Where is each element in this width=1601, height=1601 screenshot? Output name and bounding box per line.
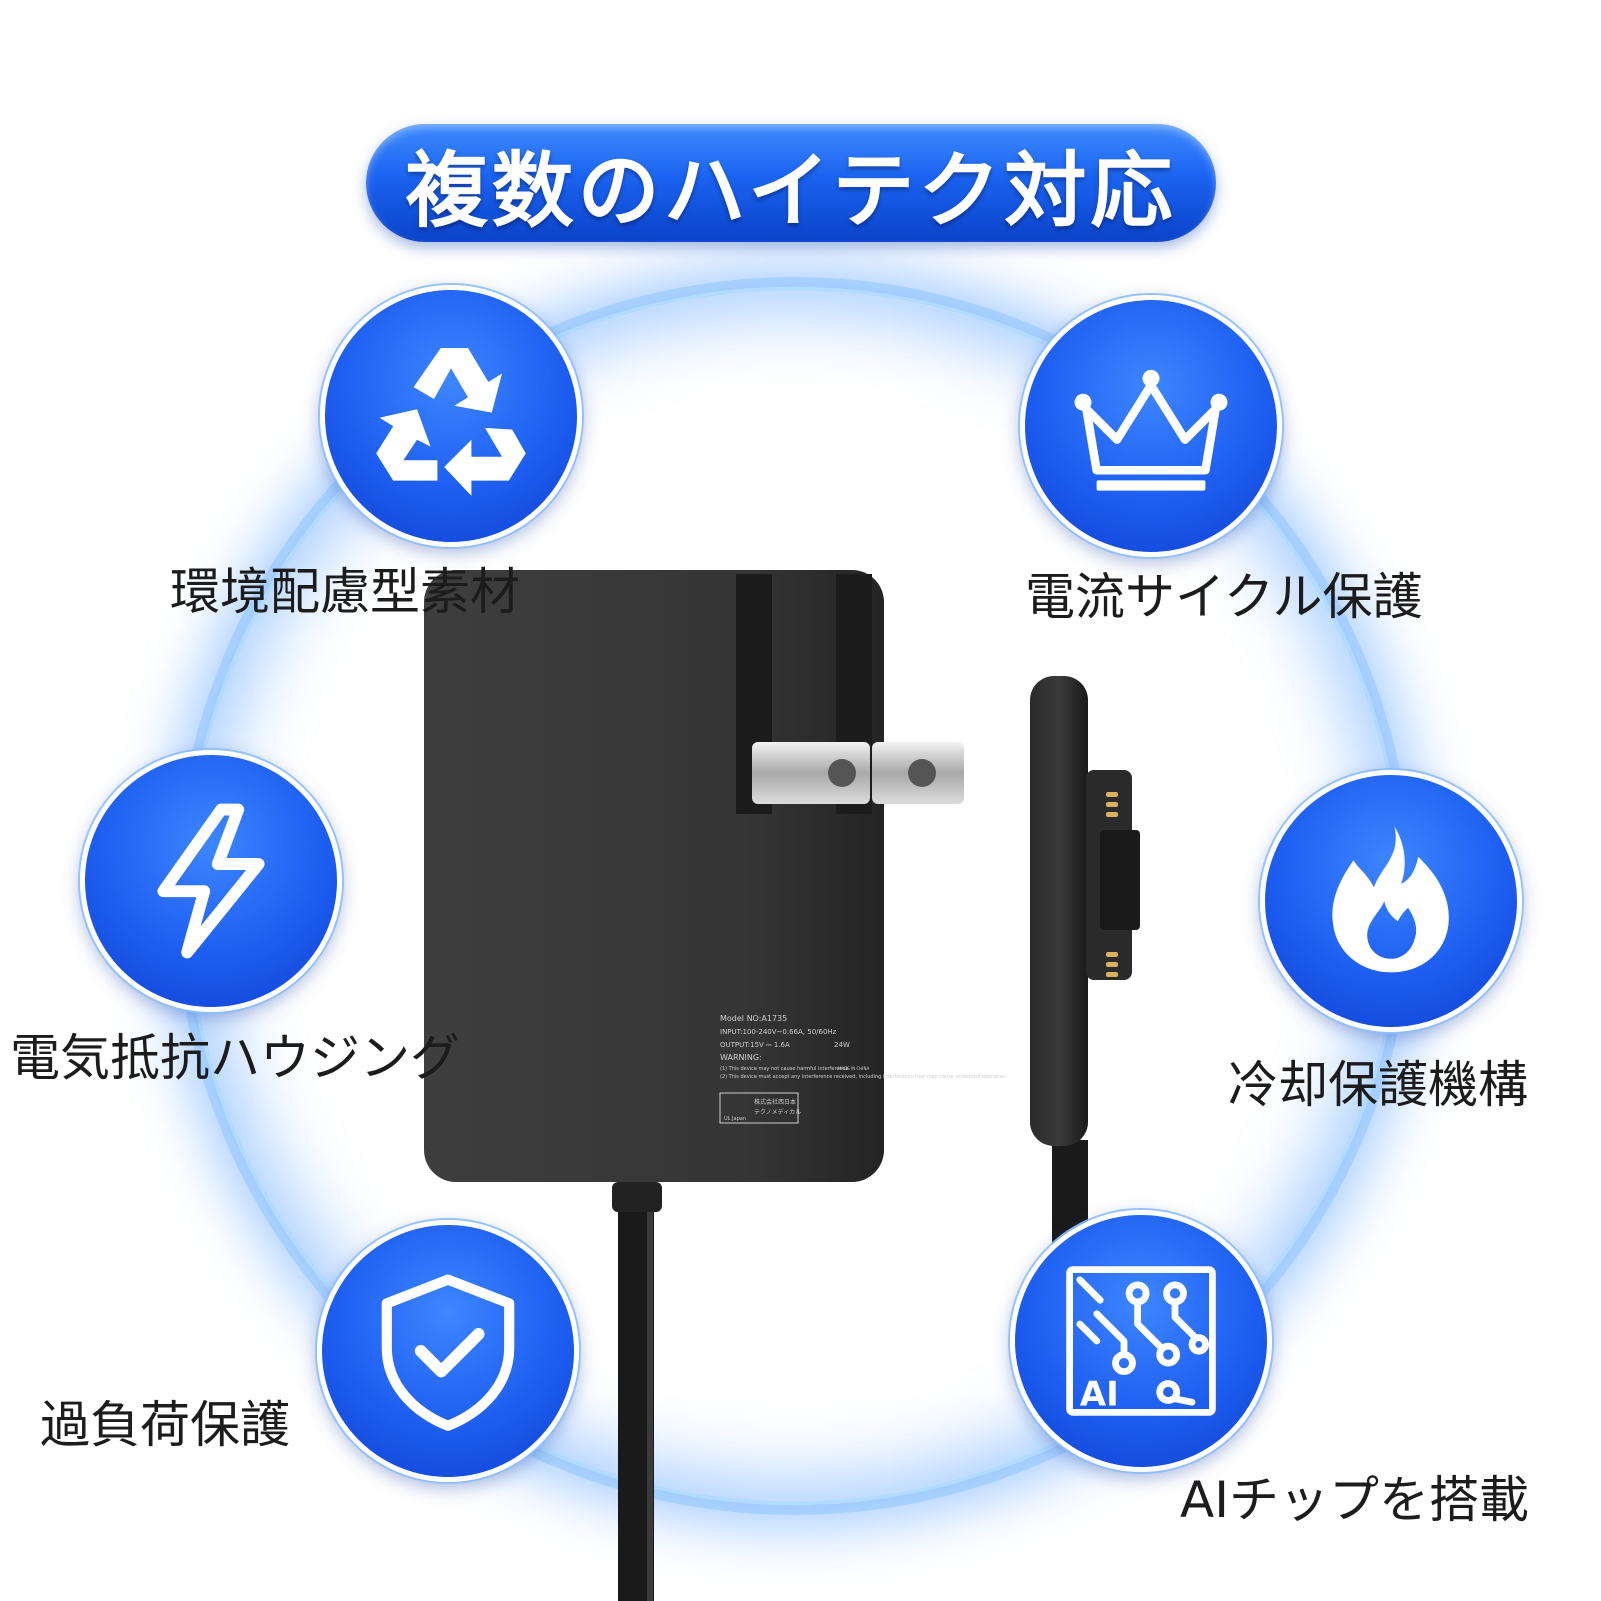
badge-overload	[317, 1220, 579, 1482]
crown-icon	[1074, 369, 1228, 491]
lightning-icon	[157, 803, 265, 959]
label-cooling: 冷却保護機構	[1228, 1056, 1528, 1114]
adapter-note2: (2) This device must accept any interfer…	[720, 1074, 1008, 1080]
adapter-body	[424, 570, 884, 1182]
adapter-watt: 24W	[834, 1041, 850, 1049]
adapter-note1: (1) This device may not cause harmful in…	[720, 1066, 850, 1072]
shield-check-icon	[381, 1274, 515, 1431]
cert-company: 株式会社西日本	[754, 1098, 796, 1106]
page-title: 複数のハイテク対応	[405, 143, 1177, 239]
ai-chip-icon: AI	[1066, 1266, 1216, 1416]
badge-resistance-housing	[80, 750, 342, 1012]
adapter-label: Model NO:A1735 INPUT:100-240V~0.66A, 50/…	[719, 1014, 1008, 1124]
label-ai-chip: AIチップを搭載	[1180, 1471, 1529, 1529]
badge-cooling	[1260, 770, 1522, 1032]
plug-prongs	[752, 742, 964, 804]
title-banner: 複数のハイテク対応	[366, 124, 1216, 242]
flame-icon	[1332, 826, 1449, 973]
svg-text:AI: AI	[1080, 1375, 1119, 1415]
badge-current-cycle	[1020, 295, 1282, 557]
label-overload: 過負荷保護	[40, 1396, 290, 1454]
label-eco-material: 環境配慮型素材	[170, 563, 520, 621]
adapter-output: OUTPUT:15V ⎓ 1.6A	[720, 1041, 790, 1049]
adapter-warning: WARNING:	[720, 1053, 762, 1062]
label-current-cycle: 電流サイクル保護	[1025, 568, 1423, 626]
cert-name: テクノメディカル	[754, 1108, 801, 1116]
badge-ai-chip: AI	[1010, 1210, 1272, 1472]
cert-org: UL Japan	[724, 1116, 746, 1122]
recycle-icon	[376, 348, 526, 496]
badge-eco-material	[320, 285, 582, 547]
adapter-model: Model NO:A1735	[720, 1014, 787, 1023]
adapter-input: INPUT:100-240V~0.66A, 50/60Hz	[720, 1028, 837, 1036]
magnetic-connector	[1030, 676, 1140, 1146]
label-resistance-housing: 電気抵抗ハウジング	[10, 1029, 460, 1087]
adapter-made-in: MADE IN CHINA	[838, 1066, 869, 1071]
